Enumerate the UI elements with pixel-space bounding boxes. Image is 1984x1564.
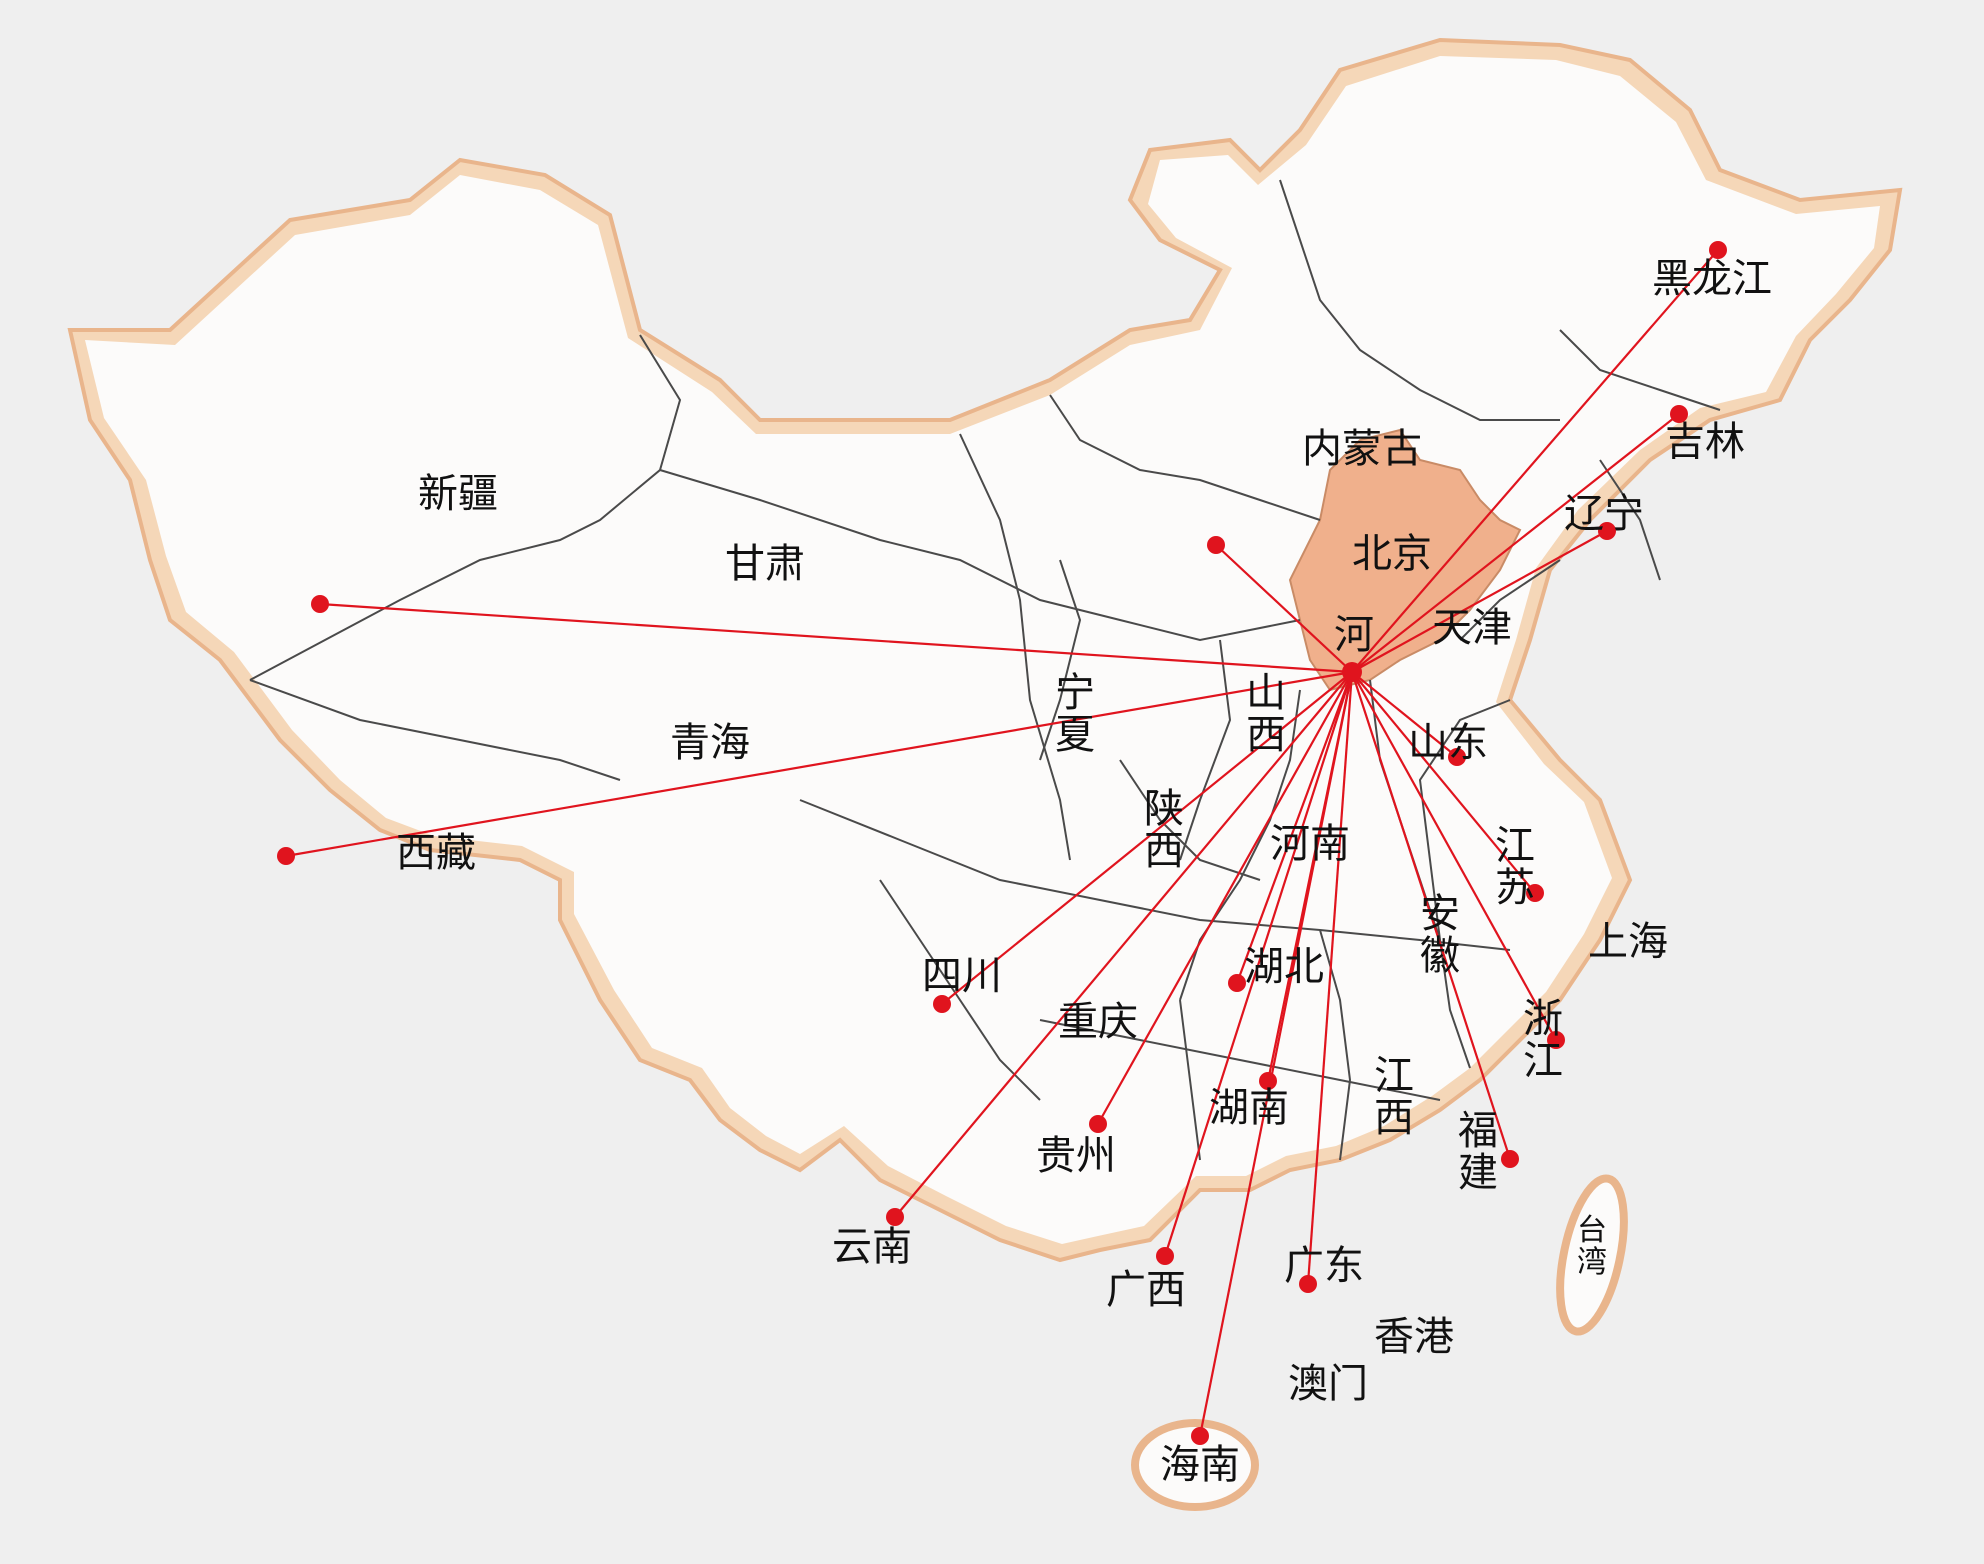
flow-line-16 [1306,671,1354,1285]
label-chongqing: 重庆 [1058,999,1138,1045]
hebei-region [1288,428,1522,692]
flow-line-14 [894,671,1353,1218]
destination-point-13 [1089,1115,1107,1133]
label-xinjiang: 新疆 [418,471,498,517]
destination-point-6 [1448,748,1466,766]
flow-line-0 [319,602,1353,674]
label-xizang: 西藏 [396,830,476,876]
label-sichuan: 四川 [922,953,1002,999]
flow-line-17 [1198,671,1354,1437]
destination-point-0 [311,595,329,613]
flow-line-3 [1351,249,1719,673]
label-shandong: 山东 [1408,720,1488,766]
destination-point-1 [277,847,295,865]
label-taiwan: 台湾 [1577,1213,1607,1280]
flow-line-13 [1097,671,1353,1125]
label-hunan: 湖南 [1209,1085,1289,1131]
label-hubei: 湖北 [1244,944,1324,990]
label-guangdong: 广东 [1284,1243,1364,1289]
label-ningxia: 宁夏 [1055,670,1095,758]
label-tianjin: 天津 [1432,605,1512,651]
flow-line-9 [1350,671,1512,1160]
label-qinghai: 青海 [670,720,750,766]
label-shaanxi: 陕西 [1144,786,1184,874]
label-henan: 河南 [1270,821,1350,867]
flow-line-11 [1235,671,1354,984]
destination-points [277,241,1727,1445]
flow-line-2 [1215,544,1353,673]
label-jilin: 吉林 [1665,419,1745,465]
destination-point-4 [1670,405,1688,423]
label-hebei: 河 [1334,612,1374,658]
label-heilongjiang: 黑龙江 [1652,256,1772,302]
hub-point [1342,662,1362,682]
hainan-island [1131,1419,1259,1511]
flow-line-7 [1351,671,1536,894]
flow-line-15 [1163,671,1354,1257]
label-zhejiang: 浙江 [1523,996,1563,1084]
destination-point-15 [1156,1247,1174,1265]
flow-line-8 [1351,671,1557,1041]
destination-point-11 [1228,974,1246,992]
destination-point-14 [886,1208,904,1226]
label-shanghai: 上海 [1588,919,1668,965]
mainland-land [85,56,1880,1244]
label-anhui: 安徽 [1420,891,1460,979]
label-jiangxi: 江西 [1374,1053,1414,1141]
label-xianggang: 香港 [1374,1314,1454,1360]
label-beijing: 北京 [1352,531,1432,577]
label-aomen: 澳门 [1288,1361,1368,1407]
flow-lines [285,249,1719,1437]
label-yunnan: 云南 [832,1224,912,1270]
label-neimenggu: 内蒙古 [1302,426,1422,472]
label-jiangsu: 江苏 [1495,823,1535,911]
flow-line-1 [285,670,1353,858]
destination-point-7 [1526,884,1544,902]
label-guizhou: 贵州 [1036,1133,1116,1179]
label-hainan: 海南 [1160,1442,1240,1488]
destination-point-8 [1547,1031,1565,1049]
flow-line-6 [1351,671,1458,758]
label-liaoning: 辽宁 [1564,491,1644,537]
destination-point-10 [1259,1072,1277,1090]
taiwan-island [1556,1174,1628,1336]
label-gansu: 甘肃 [725,541,805,587]
flow-line-5 [1351,530,1608,673]
destination-point-16 [1299,1275,1317,1293]
destination-point-9 [1501,1150,1519,1168]
destination-point-3 [1709,241,1727,259]
destination-point-17 [1191,1427,1209,1445]
label-shanxi: 山西 [1246,670,1286,758]
destination-point-5 [1598,522,1616,540]
flow-line-12 [941,671,1353,1005]
flow-line-4 [1351,413,1680,673]
destination-point-2 [1207,536,1225,554]
label-guangxi: 广西 [1106,1267,1186,1313]
label-fujian: 福建 [1458,1108,1498,1196]
destination-point-12 [933,995,951,1013]
